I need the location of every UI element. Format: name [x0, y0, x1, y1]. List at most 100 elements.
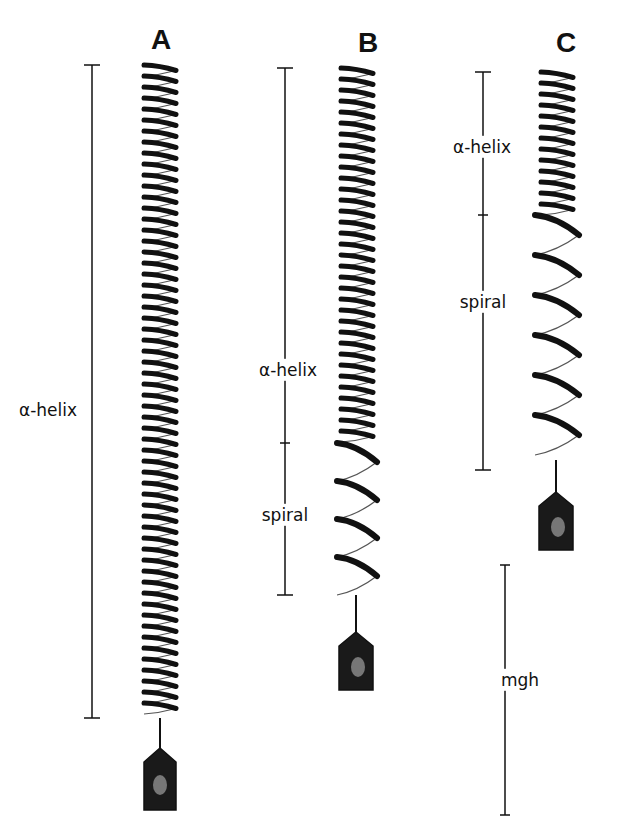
- coil-front: [341, 420, 373, 426]
- coil-front: [144, 109, 176, 115]
- coil-front: [144, 417, 176, 423]
- coil-front: [144, 384, 176, 390]
- coil-back: [337, 500, 377, 519]
- coil-front: [341, 123, 373, 129]
- coil-front: [341, 189, 373, 195]
- coil-front: [144, 142, 176, 148]
- coil-front: [535, 375, 579, 395]
- coil-front: [144, 505, 176, 511]
- coil-front: [541, 149, 573, 155]
- coil-front: [144, 615, 176, 621]
- coil-front: [144, 582, 176, 588]
- coil-back: [535, 395, 579, 415]
- coil-front: [337, 481, 377, 500]
- coil-front: [341, 244, 373, 250]
- coil-front: [144, 252, 176, 258]
- coil-front: [341, 101, 373, 107]
- coil-front: [341, 354, 373, 360]
- coil-front: [341, 134, 373, 140]
- coil-front: [144, 329, 176, 335]
- coil-front: [144, 164, 176, 170]
- coil-front: [341, 387, 373, 393]
- coil-front: [144, 65, 176, 71]
- dimension-lines: [84, 65, 510, 815]
- coil-front: [144, 120, 176, 126]
- coil-front: [341, 277, 373, 283]
- weight-highlights: [153, 517, 565, 795]
- coil-front: [144, 351, 176, 357]
- coil-front: [144, 516, 176, 522]
- coil-front: [144, 318, 176, 324]
- coil-front: [144, 472, 176, 478]
- coil-front: [144, 131, 176, 137]
- coil-front: [144, 285, 176, 291]
- coil-front: [144, 681, 176, 687]
- coil-front: [541, 127, 573, 133]
- coil-front: [144, 604, 176, 610]
- region-label: spiral: [458, 291, 509, 313]
- coil-front: [341, 365, 373, 371]
- coil-front: [341, 156, 373, 162]
- region-label: α-helix: [257, 359, 319, 381]
- coil-front: [341, 79, 373, 85]
- coil-front: [144, 571, 176, 577]
- coil-front: [341, 222, 373, 228]
- coil-front: [144, 450, 176, 456]
- coil-front: [341, 233, 373, 239]
- coil-front: [144, 296, 176, 302]
- coil-back: [535, 235, 579, 255]
- coil-front: [341, 409, 373, 415]
- coil-front: [341, 431, 373, 437]
- coil-front: [341, 332, 373, 338]
- coil-back: [535, 355, 579, 375]
- coil-front: [144, 98, 176, 104]
- coil-front: [541, 204, 573, 210]
- panel-letter: C: [554, 26, 578, 60]
- coil-front: [541, 138, 573, 144]
- coil-front: [144, 560, 176, 566]
- coil-front: [144, 274, 176, 280]
- coil-front: [144, 494, 176, 500]
- coil-back: [535, 315, 579, 335]
- coil-front: [144, 153, 176, 159]
- coil-front: [144, 340, 176, 346]
- coil-front: [144, 395, 176, 401]
- coil-front: [144, 87, 176, 93]
- coil-front: [341, 167, 373, 173]
- coil-front: [341, 310, 373, 316]
- coil-front: [337, 443, 377, 462]
- coil-front: [144, 241, 176, 247]
- coil-front: [144, 307, 176, 313]
- coil-front: [541, 182, 573, 188]
- coil-front: [541, 83, 573, 89]
- coil-front: [535, 215, 579, 235]
- coil-front: [341, 266, 373, 272]
- coil-front: [144, 197, 176, 203]
- coil-front: [144, 406, 176, 412]
- coil-back: [535, 435, 579, 455]
- coil-front: [341, 178, 373, 184]
- weights: [144, 492, 573, 810]
- coil-front: [144, 549, 176, 555]
- coil-front: [535, 295, 579, 315]
- coil-front: [341, 90, 373, 96]
- coil-front: [341, 343, 373, 349]
- coil-front: [341, 321, 373, 327]
- energy-label: mgh: [499, 669, 541, 691]
- coil-front: [541, 193, 573, 199]
- coil-front: [341, 68, 373, 74]
- coil-front: [341, 299, 373, 305]
- coil-front: [535, 415, 579, 435]
- coil-front: [144, 527, 176, 533]
- coil-front: [144, 439, 176, 445]
- coil-front: [341, 200, 373, 206]
- coil-front: [144, 670, 176, 676]
- coil-front: [541, 72, 573, 78]
- coil-back: [337, 538, 377, 557]
- coil-front: [144, 483, 176, 489]
- spring-coils: [144, 65, 579, 714]
- coil-front: [144, 362, 176, 368]
- coil-front: [144, 637, 176, 643]
- coil-front: [341, 288, 373, 294]
